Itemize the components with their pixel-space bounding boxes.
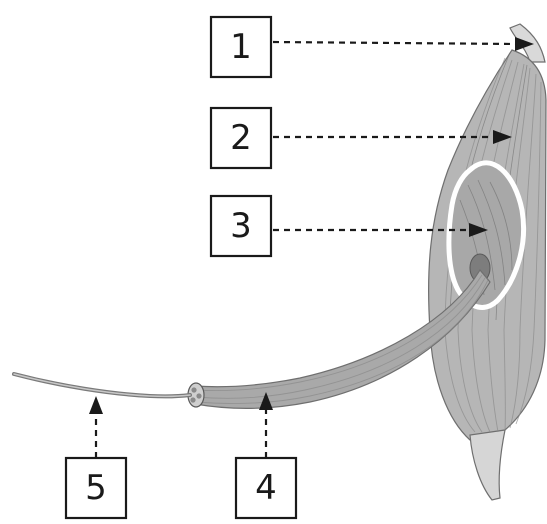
label-5: 5	[66, 396, 126, 518]
label-text-1: 1	[230, 27, 252, 67]
arrowhead-5	[89, 396, 103, 414]
label-text-3: 3	[230, 206, 252, 246]
label-4: 4	[236, 392, 296, 518]
label-1: 1	[211, 17, 534, 77]
leader-1	[273, 42, 517, 44]
label-text-2: 2	[230, 118, 252, 158]
lower-tendon	[470, 430, 505, 500]
label-text-4: 4	[255, 468, 277, 508]
whole-muscle	[429, 24, 546, 500]
muscle-fiber	[14, 374, 190, 396]
label-text-5: 5	[85, 468, 107, 508]
